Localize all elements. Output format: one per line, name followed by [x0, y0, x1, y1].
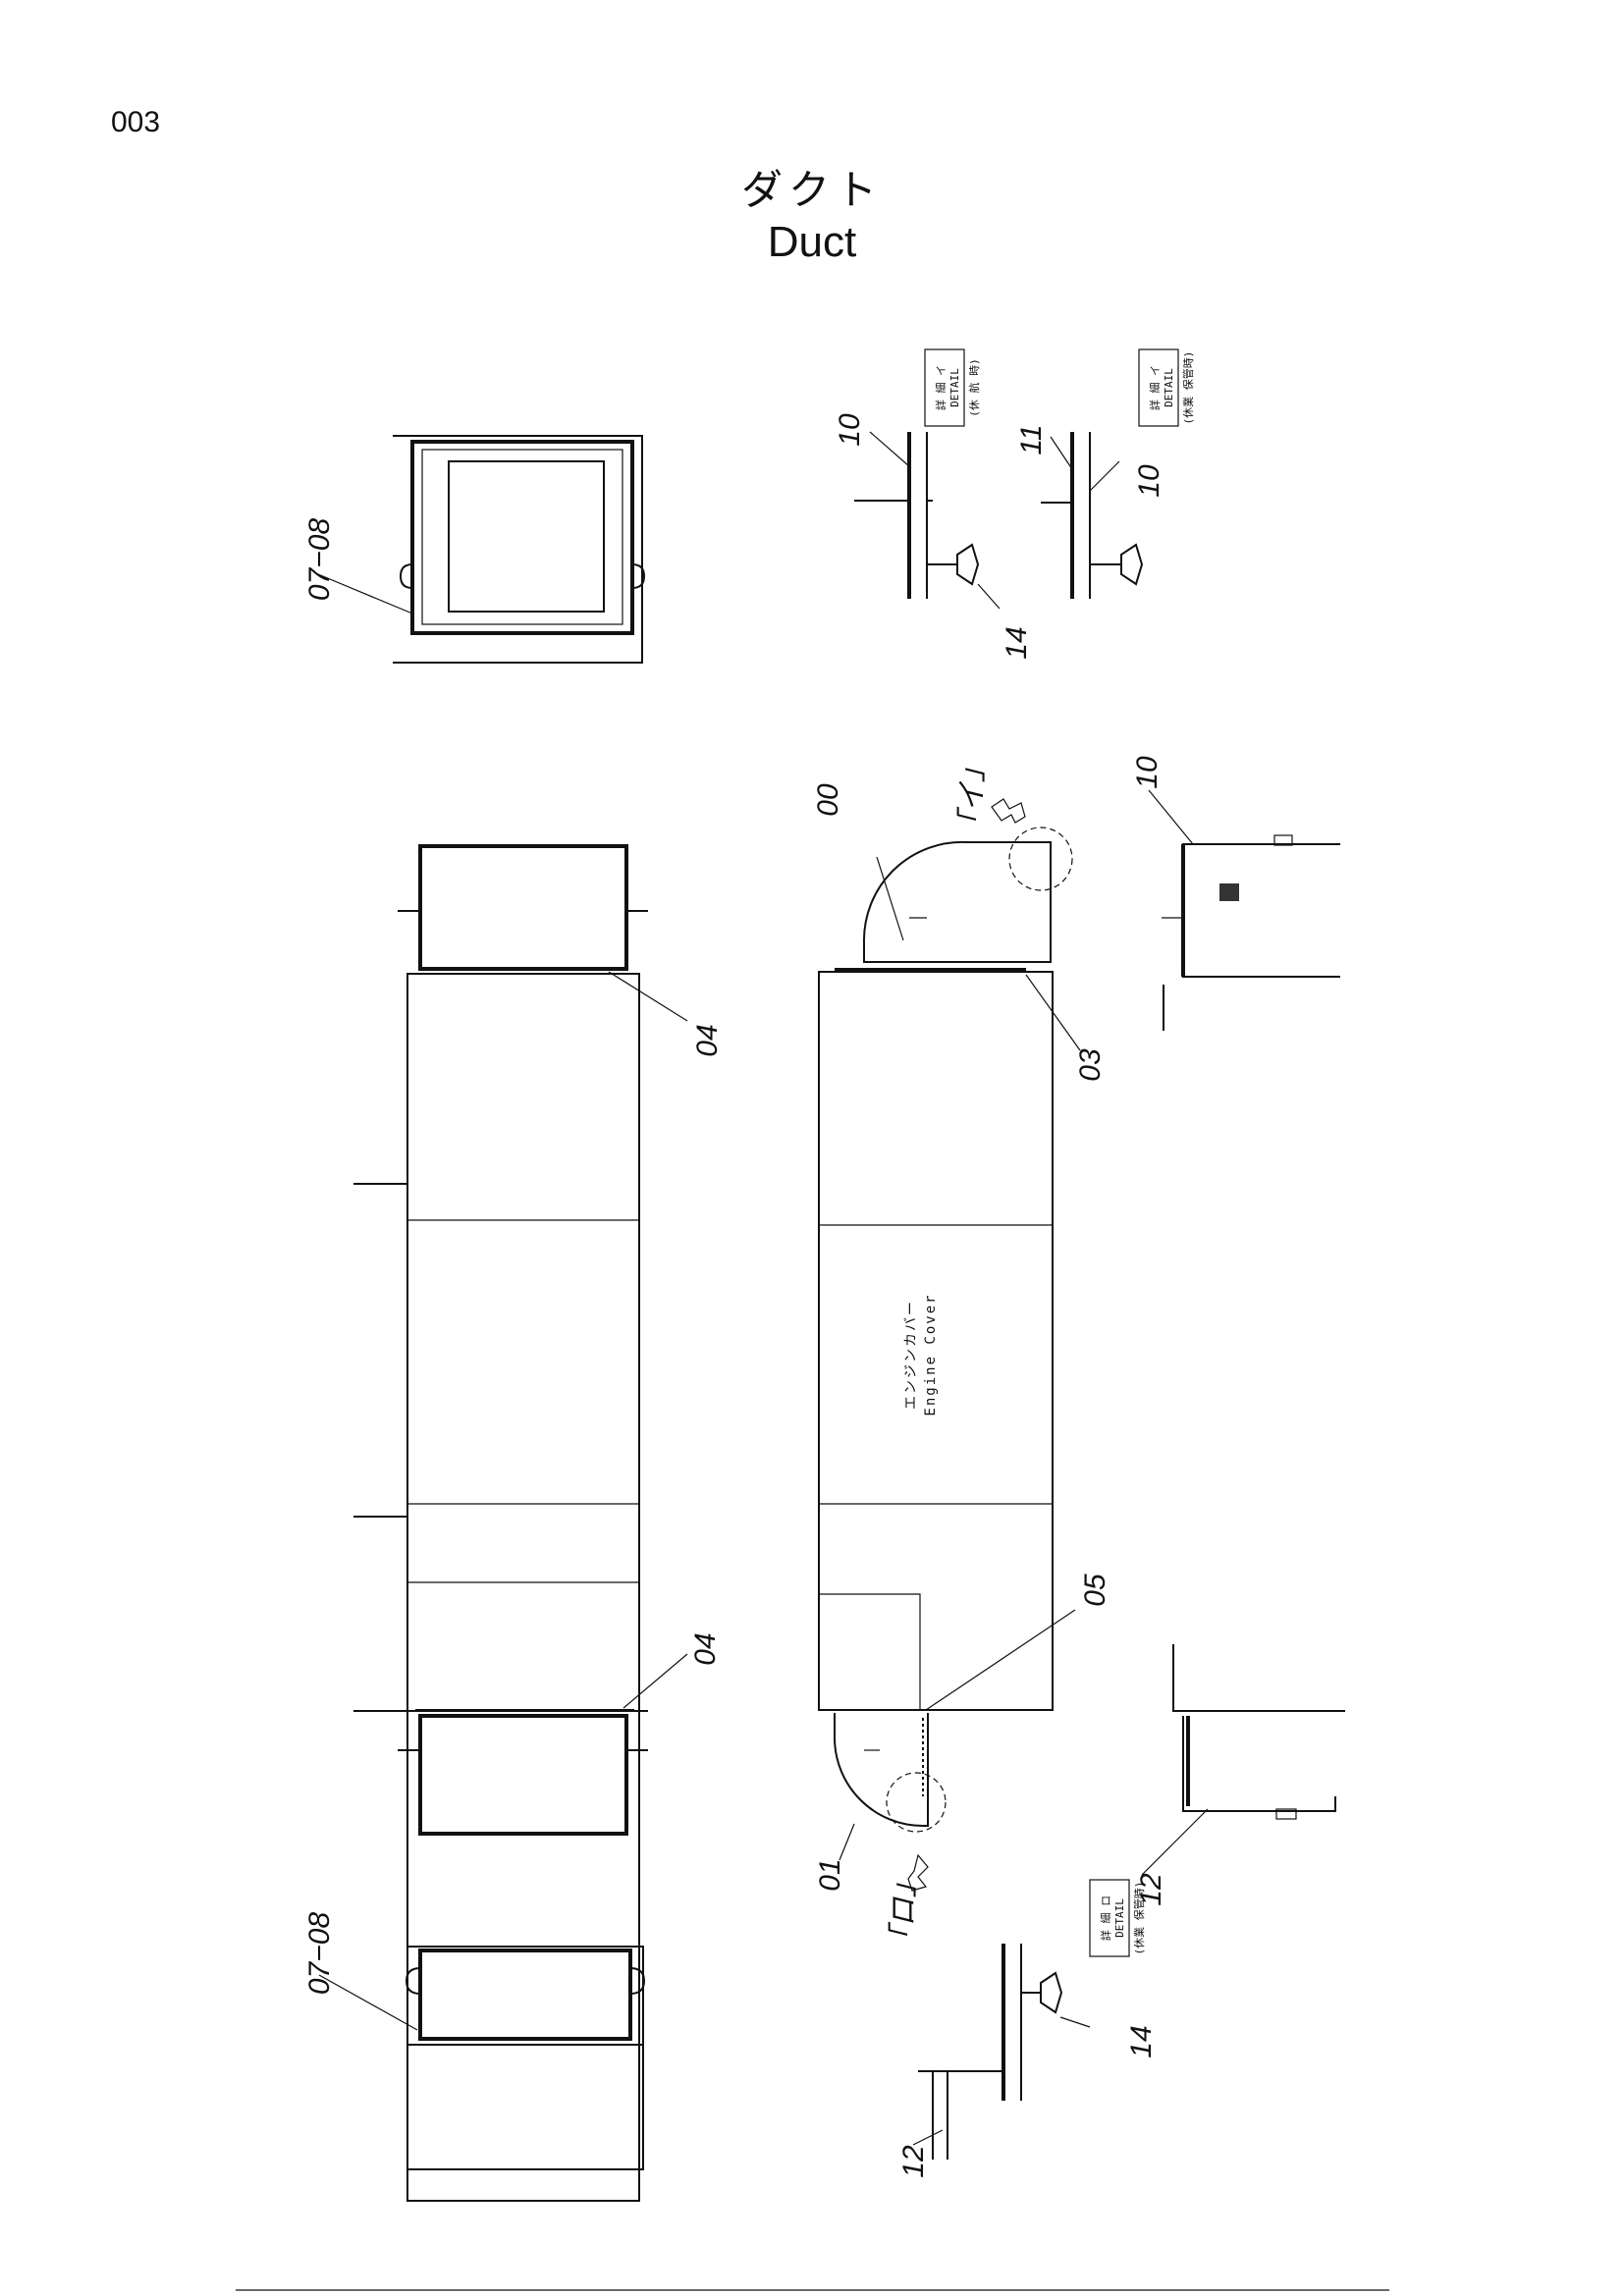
- label-10-detail-b: 10: [1133, 464, 1165, 498]
- label-11: 11: [1015, 424, 1048, 454]
- detail-b: [1041, 348, 1179, 599]
- end-view-top: [317, 435, 646, 664]
- detail-a-sub: DETAIL: [948, 368, 961, 407]
- label-14-detail-c: 14: [1125, 2025, 1158, 2057]
- detail-b-title: 詳 細 イ: [1148, 365, 1162, 410]
- detail-b-sub: DETAIL: [1163, 368, 1175, 407]
- label-12-detail: 12: [897, 2145, 930, 2178]
- detail-a-title: 詳 細 イ: [934, 365, 947, 410]
- detail-c: [912, 1879, 1130, 2160]
- label-04-bottom: 04: [689, 1632, 722, 1665]
- detail-c-sub: DETAIL: [1113, 1898, 1126, 1938]
- detail-a-note: (休 航 時): [967, 358, 981, 417]
- label-10-side: 10: [1131, 756, 1164, 789]
- label-03: 03: [1074, 1048, 1107, 1082]
- label-07-08-top: 07−08: [303, 518, 336, 602]
- label-01: 01: [814, 1858, 846, 1891]
- detail-c-note: (休業 保管時): [1132, 1882, 1146, 1955]
- end-view-bottom: [318, 1946, 646, 2170]
- duct-plan-left: [353, 844, 688, 2202]
- label-12-side: 12: [1135, 1873, 1167, 1906]
- engine-cover-label-en: Engine Cover: [923, 1293, 939, 1415]
- engine-cover-label-jp: エンジンカバー: [903, 1300, 919, 1410]
- side-view-bottom: [1141, 1644, 1345, 1876]
- label-07-08-bottom: 07−08: [303, 1912, 336, 1996]
- detail-ref-ro: 「ロ」: [888, 1868, 920, 1956]
- duct-plan-center: エンジンカバー Engine Cover: [818, 798, 1081, 1892]
- detail-ref-i: 「イ」: [956, 753, 989, 841]
- side-view-top: [1148, 789, 1340, 1031]
- page-number: 003: [111, 106, 161, 138]
- title-japanese: ダクト: [740, 166, 883, 214]
- label-10-detail-a: 10: [834, 413, 866, 447]
- detail-a: [854, 348, 1001, 610]
- detail-c-title: 詳 細 ロ: [1099, 1896, 1112, 1941]
- label-04-top: 04: [691, 1024, 724, 1056]
- detail-b-note: (休業 保管時): [1181, 351, 1195, 425]
- label-14-detail-a: 14: [1001, 626, 1033, 659]
- label-00: 00: [812, 783, 844, 817]
- label-05: 05: [1079, 1574, 1111, 1607]
- title-english: Duct: [767, 218, 857, 266]
